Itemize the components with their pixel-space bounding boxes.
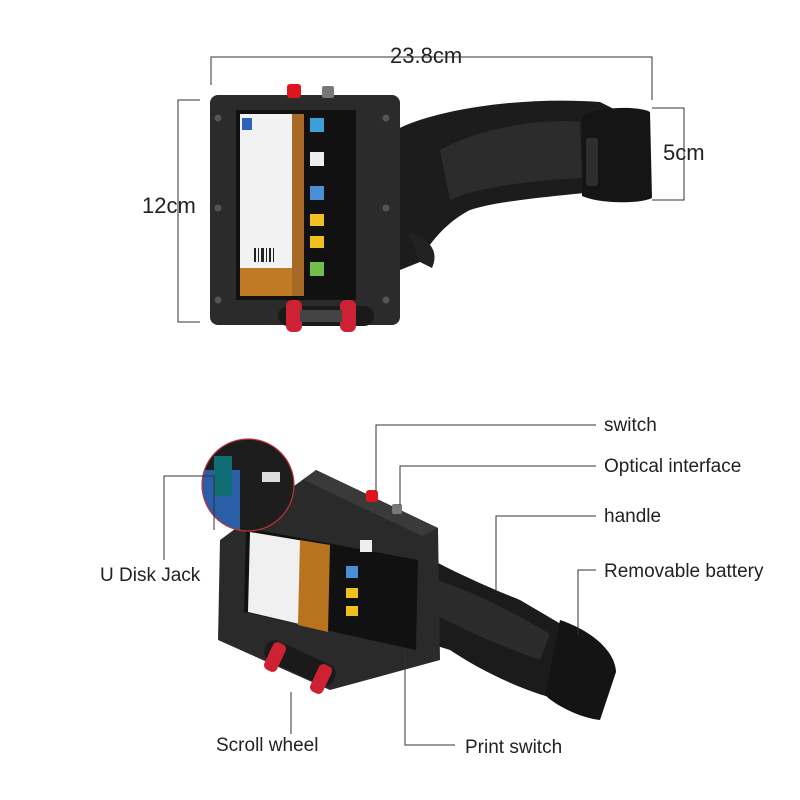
screw (214, 296, 222, 304)
scroll-wheel-front (278, 300, 374, 332)
callout-line-u-disk (163, 475, 215, 560)
u-disk-jack-inset (201, 438, 295, 532)
screen-preview-angled (248, 532, 310, 626)
screw (382, 114, 390, 122)
power-switch-angled (366, 490, 378, 502)
optical-interface-angled (392, 504, 402, 514)
callout-line-optical (399, 465, 596, 505)
screw (382, 296, 390, 304)
screw (382, 204, 390, 212)
battery-pack-angled (545, 620, 616, 720)
printer-front-view (210, 84, 652, 332)
print-switch-label: Print switch (465, 737, 563, 758)
power-switch (287, 84, 301, 98)
screen-orange-bar (240, 268, 292, 296)
u-disk-jack-label: U Disk Jack (100, 565, 201, 586)
screen-barcode (254, 248, 274, 262)
callout-line-print-switch (404, 650, 455, 746)
printer-top-face (304, 470, 438, 536)
callout-lines (163, 424, 596, 746)
battery-pack (582, 107, 652, 203)
removable-battery-label: Removable battery (604, 561, 764, 582)
dimension-lines (177, 56, 685, 323)
switch-label: switch (604, 415, 657, 436)
dim-line-handle (652, 107, 685, 201)
scroll-wheel-label: Scroll wheel (216, 735, 319, 756)
dimension-height-label: 12cm (142, 193, 196, 218)
screen-menu-column (292, 114, 304, 296)
dim-line-height (177, 99, 200, 323)
battery-band (586, 138, 598, 186)
screw (214, 114, 222, 122)
optical-interface (322, 86, 334, 98)
scroll-wheel-angled (263, 640, 336, 694)
screw (214, 204, 222, 212)
screen-menu-icons-angled (346, 540, 372, 616)
handle-grip-texture-angled (430, 578, 550, 660)
optical-interface-label: Optical interface (604, 456, 742, 477)
dimension-handle-label: 5cm (663, 140, 705, 165)
dim-line-length (210, 56, 653, 100)
print-trigger (408, 232, 435, 268)
printer-angled-view (218, 470, 616, 720)
callout-line-switch (375, 424, 596, 492)
screen-menu-icons (310, 118, 324, 276)
handle-label: handle (604, 506, 662, 527)
handle-grip-texture (440, 121, 582, 200)
callout-line-handle (495, 515, 596, 590)
callout-line-battery (577, 569, 596, 635)
screen-orange-angled (298, 540, 330, 632)
screen-blue-tab (242, 118, 252, 130)
dimension-length-label: 23.8cm (390, 43, 463, 68)
screen-preview-panel (240, 114, 292, 296)
